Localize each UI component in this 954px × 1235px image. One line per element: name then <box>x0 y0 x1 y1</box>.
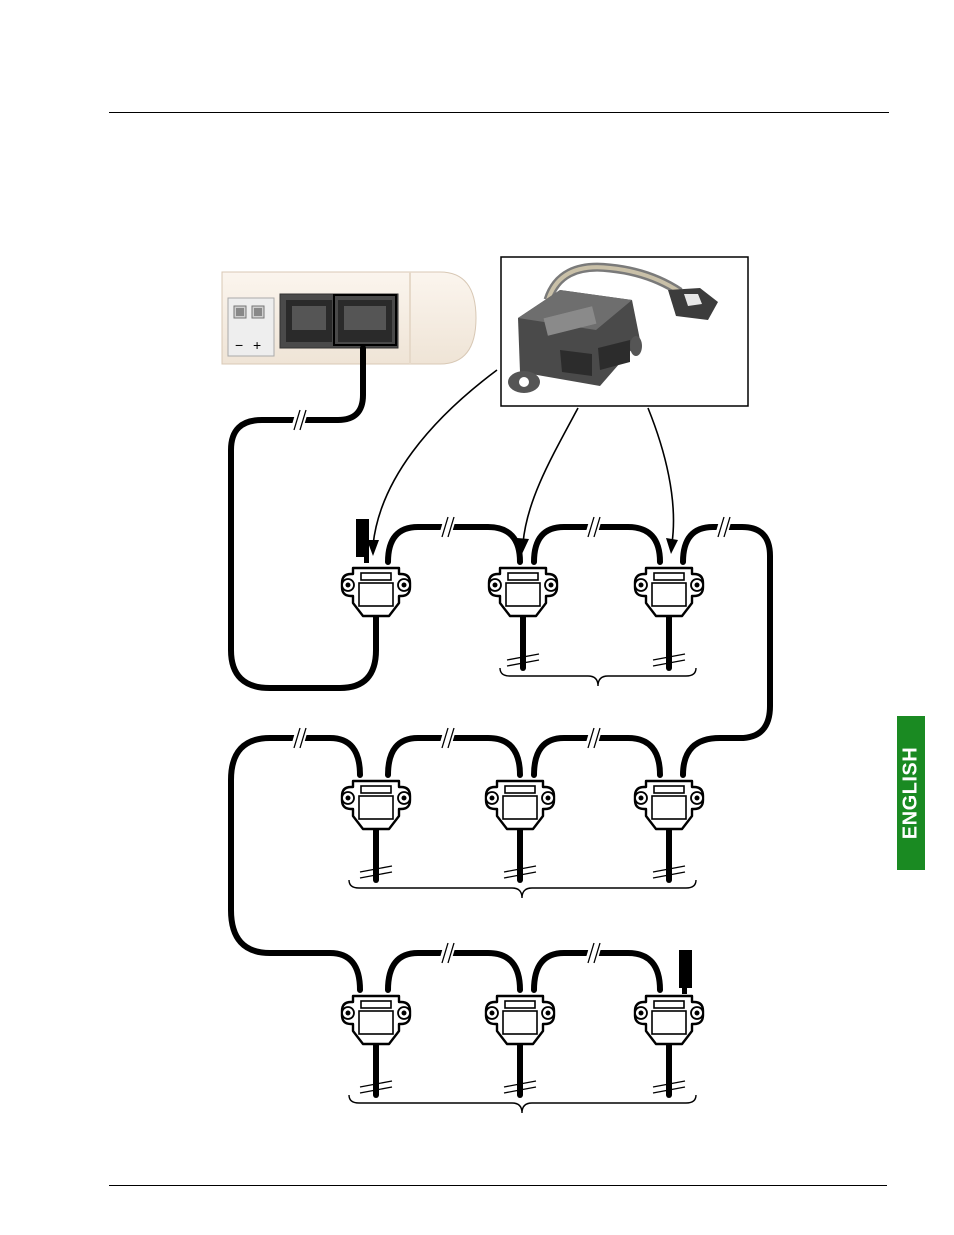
tee-connector-icon <box>342 781 410 829</box>
terminal-plus-label: + <box>253 337 261 353</box>
tee-connector-icon <box>635 996 703 1044</box>
tee-connector-icon <box>486 781 554 829</box>
language-tab-label: ENGLISH <box>900 747 923 839</box>
terminal-minus-label: − <box>235 337 243 353</box>
tee-connector-icon <box>635 781 703 829</box>
language-tab: ENGLISH <box>897 716 925 870</box>
tee-connector-icon <box>342 568 410 616</box>
tee-connector-icon <box>486 996 554 1044</box>
interface-unit-icon: − + <box>222 272 476 364</box>
tee-connector-icon <box>635 568 703 616</box>
arrow-heads <box>367 538 678 556</box>
tee-connector-icon <box>489 568 557 616</box>
tee-connector-icon <box>342 996 410 1044</box>
terminator-plug-icon <box>356 519 369 557</box>
terminator-plug-icon <box>679 950 692 988</box>
tee-adapter-photo-icon <box>501 257 748 406</box>
